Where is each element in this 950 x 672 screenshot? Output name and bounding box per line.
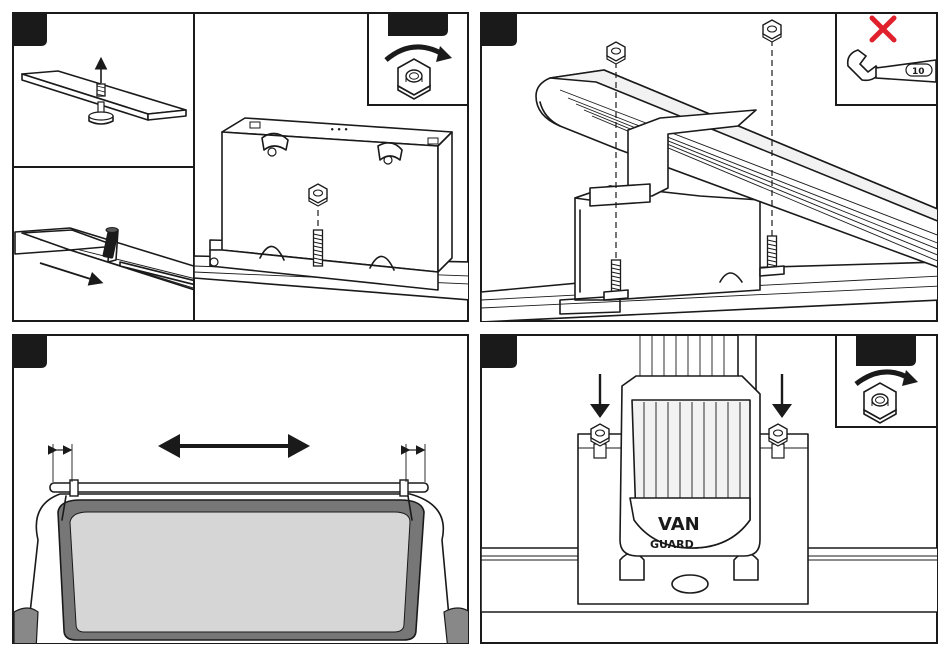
- logo-line-1: VAN: [658, 514, 700, 535]
- panel-step-2: • • •: [194, 13, 470, 321]
- nut-tighten-inset: [368, 13, 468, 105]
- logo-line-2: GUARD: [650, 538, 694, 551]
- step-number-tab: [13, 13, 47, 46]
- inset-tab: [856, 335, 916, 366]
- nut-rotate-icon: [864, 383, 896, 423]
- rail-bolt: [314, 230, 323, 266]
- step-number-tab: [481, 335, 517, 368]
- panel-step-1: [13, 13, 200, 321]
- panel-step-4: [13, 335, 470, 650]
- wrench-size-label: 10: [912, 67, 925, 77]
- bracket-plate: [222, 132, 438, 272]
- post-nut-left: [591, 424, 609, 446]
- roof-crossbar: [50, 483, 428, 492]
- flange-nut-right: [763, 20, 781, 42]
- nut-rotate-icon: [398, 59, 430, 99]
- wrench-forbidden-inset: 10: [836, 13, 937, 105]
- step-number-tab: [13, 335, 47, 368]
- inset-tab: [388, 13, 448, 36]
- panel-step-3: 10: [481, 13, 940, 322]
- step-number-tab: [481, 13, 517, 46]
- flange-nut: [309, 184, 327, 206]
- flange-nut-left: [607, 42, 625, 64]
- panel-step-5: VAN GUARD: [481, 335, 940, 643]
- bracket-marking: • • •: [330, 126, 348, 134]
- nut-tighten-inset-2: [836, 335, 937, 427]
- post-nut-right: [769, 424, 787, 446]
